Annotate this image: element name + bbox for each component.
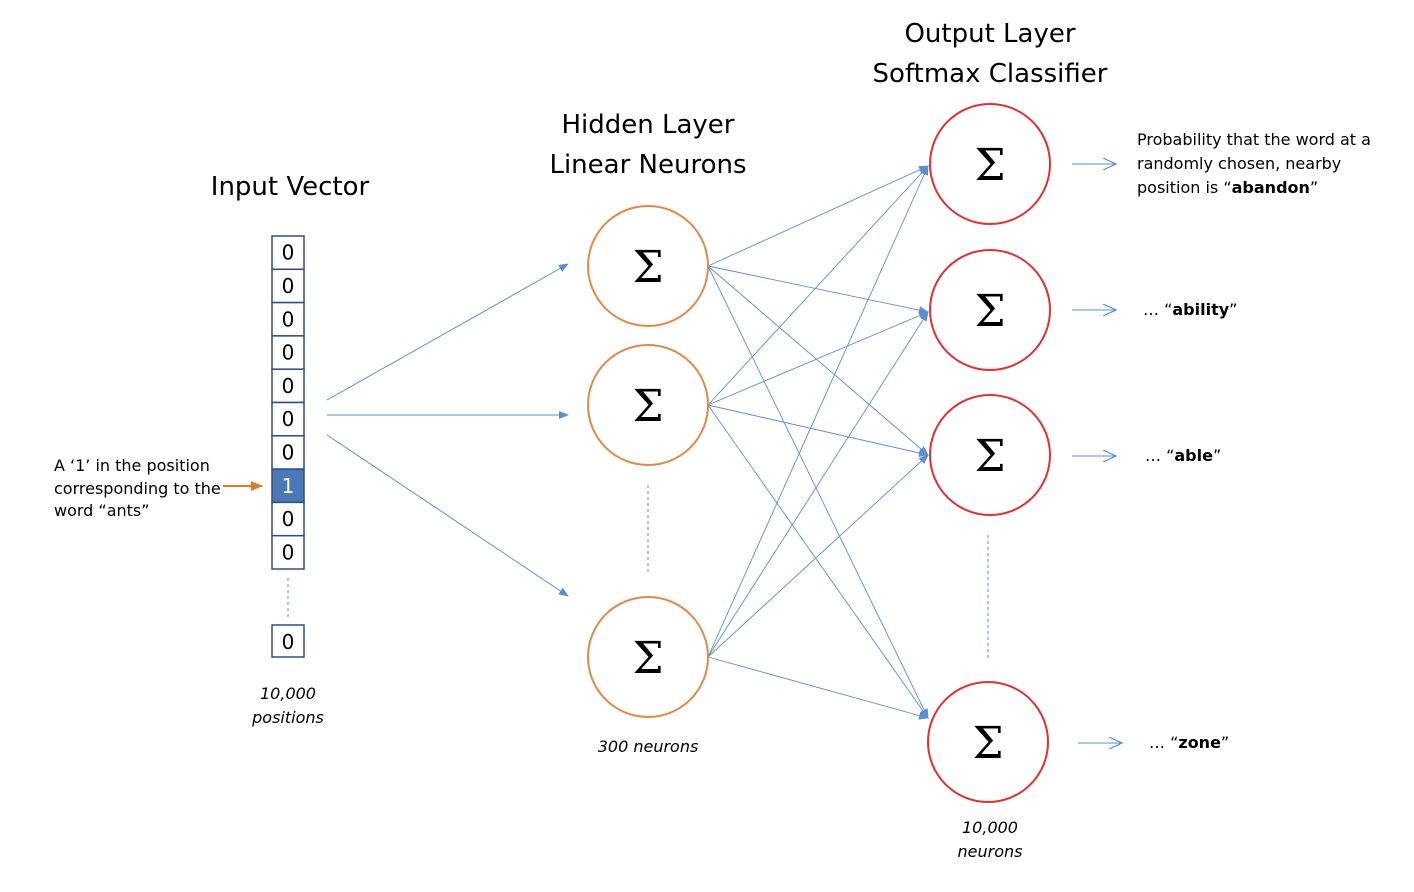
output-label-word: able	[1174, 446, 1213, 465]
connection-h3-o4	[707, 656, 929, 720]
input-cell-value: 0	[282, 341, 295, 365]
output-label-able: … “able”	[1145, 446, 1221, 465]
output-neuron-1: Σ	[929, 103, 1051, 225]
output-label-first-suffix: ”	[1310, 178, 1318, 197]
annotation-line2: corresponding to the	[54, 479, 221, 498]
output-label-ability: … “ability”	[1143, 300, 1237, 319]
sigma-icon: Σ	[632, 633, 663, 684]
annotation-line3: word “ants”	[54, 501, 150, 520]
output-label-suffix: ”	[1213, 446, 1221, 465]
sigma-icon: Σ	[974, 431, 1005, 482]
input-to-hidden-arrow-top	[326, 263, 569, 401]
connection-h3-o1	[707, 165, 929, 658]
connection-h1-o4	[707, 265, 929, 719]
input-cell-value: 0	[282, 540, 295, 564]
output-label-word: ability	[1172, 300, 1229, 319]
annotation-line1: A ‘1’ in the position	[54, 456, 210, 475]
input-cell	[271, 534, 305, 570]
output-label-word: zone	[1178, 733, 1221, 752]
input-cell-value: 0	[282, 407, 295, 431]
output-neuron-3: Σ	[929, 394, 1051, 516]
sigma-icon: Σ	[632, 242, 663, 293]
hidden-neuron-3-circle	[587, 596, 709, 718]
input-vector: 0 0 0 0 0 0 0 1 0 0	[271, 235, 305, 570]
input-cell-value: 0	[282, 307, 295, 331]
hidden-layer-subtitle: Linear Neurons	[549, 150, 746, 180]
input-to-hidden-arrows	[326, 263, 569, 597]
output-label-prefix: … “	[1149, 733, 1178, 752]
output-layer-caption-line1: 10,000	[962, 818, 1018, 837]
output-layer-subtitle: Softmax Classifier	[873, 59, 1108, 89]
input-cell-value: 0	[282, 507, 295, 531]
input-vector-caption-line1: 10,000	[260, 684, 316, 703]
hidden-layer-title: Hidden Layer	[561, 110, 734, 140]
input-cell-value: 1	[282, 474, 295, 498]
output-label-prefix: … “	[1145, 446, 1174, 465]
output-label-first-prefix: position is “	[1137, 178, 1232, 197]
connection-h2-o2	[707, 311, 929, 406]
hidden-neuron-2: Σ	[587, 344, 709, 466]
hidden-neuron-3: Σ	[587, 596, 709, 718]
output-neuron-1-circle	[929, 103, 1051, 225]
output-label-first-line2: randomly chosen, nearby	[1137, 154, 1341, 173]
hidden-neuron-2-circle	[587, 344, 709, 466]
sigma-icon: Σ	[974, 286, 1005, 337]
hidden-neuron-1-circle	[587, 205, 709, 327]
output-label-suffix: ”	[1229, 300, 1237, 319]
input-cell-value: 0	[282, 241, 295, 265]
hidden-to-output-connections	[707, 165, 929, 720]
connection-h3-o2	[707, 311, 929, 658]
output-label-first-line3: position is “abandon”	[1137, 178, 1318, 197]
input-vector-title: Input Vector	[211, 172, 370, 202]
connection-h2-o1	[707, 165, 929, 406]
connection-h1-o2	[707, 265, 929, 315]
output-layer-caption-line2: neurons	[958, 842, 1023, 861]
output-neuron-2: Σ	[929, 249, 1051, 371]
connection-h1-o3	[707, 265, 929, 456]
connection-h1-o1	[707, 165, 929, 267]
connection-h2-o3	[707, 404, 929, 457]
output-label-prefix: … “	[1143, 300, 1172, 319]
connection-h2-o4	[707, 404, 929, 719]
output-layer-title: Output Layer	[904, 19, 1075, 49]
input-cell-last	[271, 624, 305, 658]
output-neuron-3-circle	[929, 394, 1051, 516]
hidden-neuron-1: Σ	[587, 205, 709, 327]
input-cell-value: 0	[282, 440, 295, 464]
connection-h3-o3	[707, 454, 929, 658]
input-cell	[271, 401, 305, 437]
input-cell-value: 0	[282, 274, 295, 298]
output-label-word-abandon: abandon	[1232, 178, 1310, 197]
output-neuron-4: Σ	[927, 681, 1049, 803]
input-cell-highlighted	[271, 468, 305, 504]
input-cell	[271, 335, 305, 370]
input-cell-value: 0	[282, 374, 295, 398]
output-neuron-2-circle	[929, 249, 1051, 371]
sigma-icon: Σ	[632, 381, 663, 432]
output-label-zone: … “zone”	[1149, 733, 1229, 752]
input-cell-last-value: 0	[282, 630, 295, 654]
input-vector-caption-line2: positions	[251, 708, 324, 727]
sigma-icon: Σ	[972, 718, 1003, 769]
hidden-layer-caption: 300 neurons	[598, 737, 699, 756]
output-label-first-line1: Probability that the word at a	[1137, 130, 1371, 149]
output-label-suffix: ”	[1221, 733, 1229, 752]
sigma-icon: Σ	[974, 140, 1005, 191]
input-to-hidden-arrow-bottom	[326, 434, 569, 597]
output-neuron-4-circle	[927, 681, 1049, 803]
